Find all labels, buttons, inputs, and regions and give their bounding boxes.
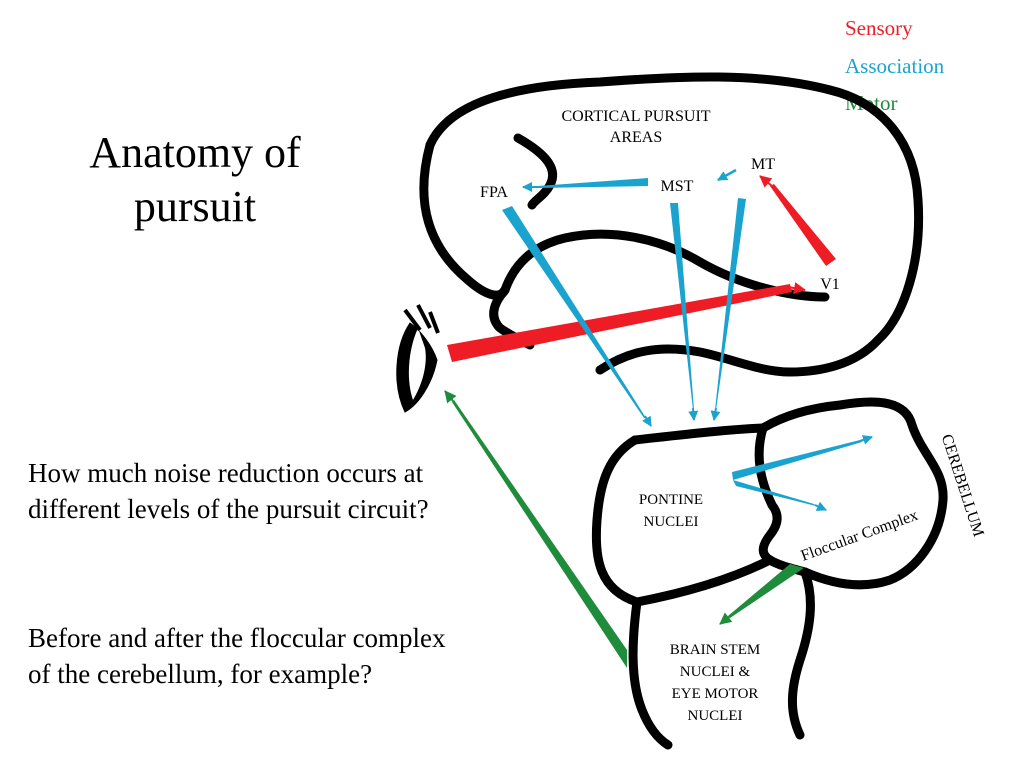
eye-icon [396,304,440,413]
fpa-to-pontine-arrow [502,206,646,418]
mst-to-fpa-arrow [538,178,648,188]
pontine-label-line2: NUCLEI [644,514,699,530]
sensory-arrows [447,175,836,362]
mt-to-mst-arrow [717,168,737,182]
mt-to-pontine-arrow [715,198,746,410]
brainstem-label-line4: NUCLEI [688,708,743,724]
question-noise-reduction: How much noise reduction occurs at diffe… [28,458,429,524]
fpa-label: FPA [480,184,508,201]
brainstem-label-line1: BRAIN STEM [670,642,760,658]
slide-title: Anatomy of pursuit [89,128,301,231]
mst-to-pontine-arrow [670,203,694,410]
pontine-to-cerebellum-arrow [732,440,862,480]
v1-to-mt-arrow [770,184,836,266]
cortex-title-line2: AREAS [610,129,662,146]
cortex-title-line1: CORTICAL PURSUIT [561,108,710,125]
retina-to-v1-arrow [447,284,792,362]
motor-arrows [444,390,804,668]
cerebellum-outline [591,397,948,750]
association-arrows [502,168,873,511]
floccular-complex-label: Floccular Complex [799,507,920,565]
floccular-to-brainstem-arrow [728,564,804,618]
v1-label: V1 [820,276,840,293]
legend-association: Association [845,54,945,78]
question-floccular: Before and after the floccular complex o… [28,623,446,689]
mst-label: MST [661,178,694,195]
pontine-to-floccular-arrow [733,480,816,506]
brainstem-label-line3: EYE MOTOR [672,686,759,702]
brainstem-label-line2: NUCLEI & [680,664,751,680]
mt-label: MT [751,156,775,173]
brainstem-to-eye-arrow [452,400,627,668]
pontine-label-line1: PONTINE [639,492,703,508]
legend-sensory: Sensory [845,16,913,40]
